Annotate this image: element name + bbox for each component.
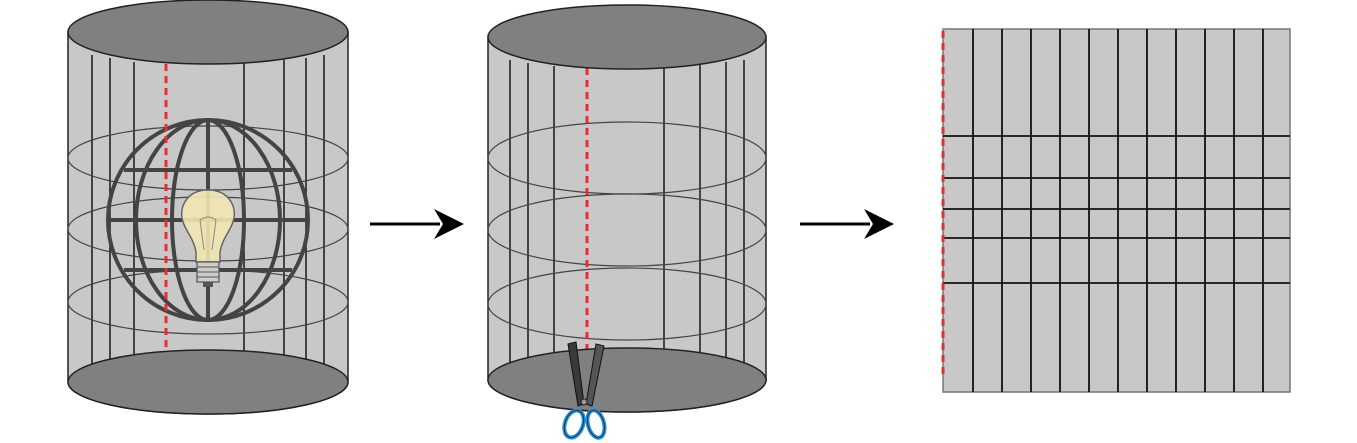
cylinder-bottom-cap xyxy=(487,347,767,413)
scissors-icon xyxy=(562,341,607,440)
cylinder-top-cap xyxy=(487,4,767,70)
cylinder-bottom-cap xyxy=(67,349,349,415)
light-bulb-icon xyxy=(180,189,236,287)
grid-lines xyxy=(943,29,1290,392)
unrolled-grid xyxy=(941,28,1291,393)
cylinder-with-globe xyxy=(67,0,349,415)
cylinder-meridian-lines xyxy=(509,60,745,374)
cylinder-cut xyxy=(487,4,767,440)
cylinder-parallel-rings xyxy=(487,121,767,341)
grid-sheet xyxy=(942,28,1291,393)
cylinder-top-cap xyxy=(67,0,349,65)
